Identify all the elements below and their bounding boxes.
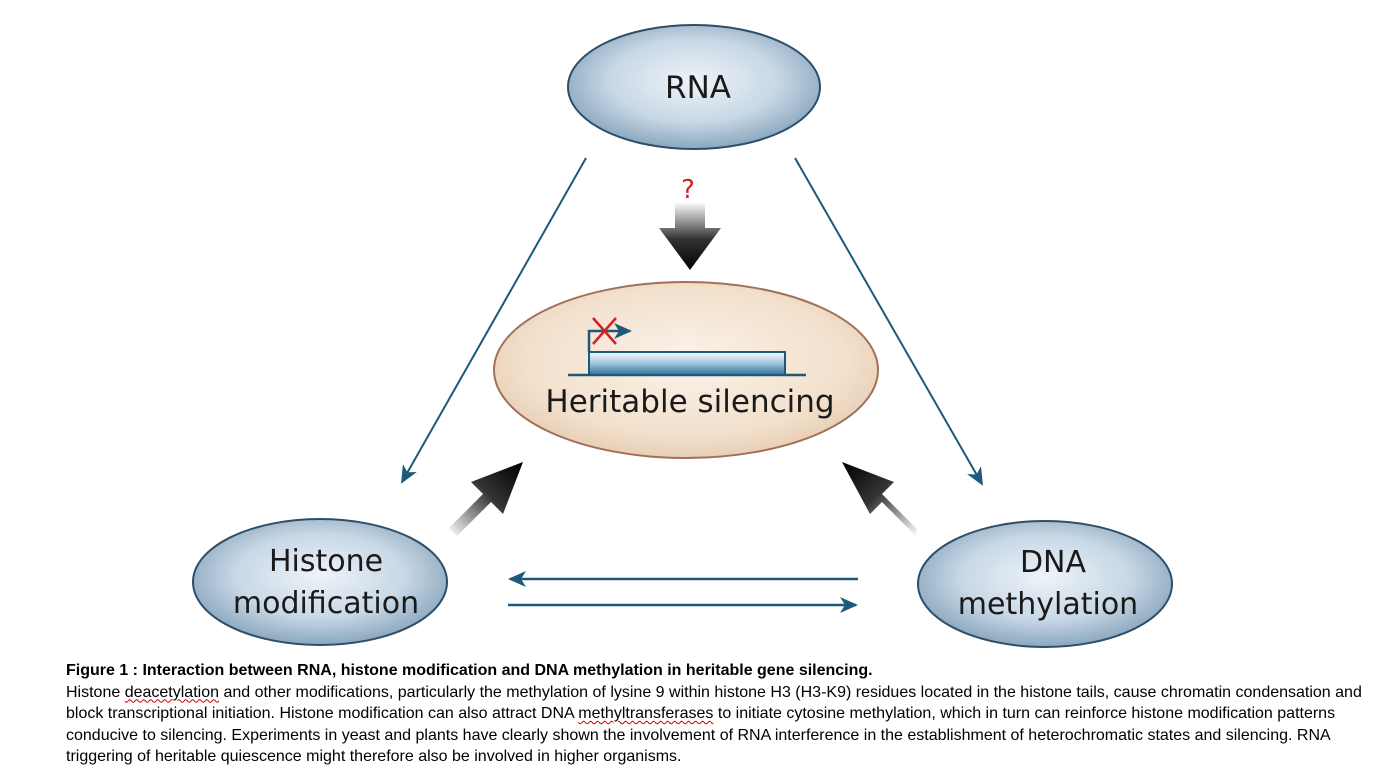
- promoter-arrow-icon: [587, 323, 632, 352]
- arrow-rna-to-histone: [401, 157, 587, 484]
- histone-to-silencing-arrow: [449, 462, 523, 536]
- arrow-rna-to-dna: [794, 157, 983, 486]
- caption-body: Histone deacetylation and other modifica…: [66, 684, 1362, 766]
- figure-caption: Figure 1 : Interaction between RNA, hist…: [66, 660, 1381, 768]
- caption-part-3: to initiate cytosine methylation, which …: [66, 705, 1336, 765]
- caption-part-2: and other modifications, particularly th…: [66, 683, 1362, 723]
- diagram: RNA ? Heritable silencing Histone modifi…: [192, 24, 1173, 648]
- heritable-silencing-node: Heritable silencing: [493, 281, 879, 459]
- blocked-x-icon: [592, 317, 617, 345]
- caption-title: Figure 1 : Interaction between RNA, hist…: [66, 662, 873, 679]
- rna-label: RNA: [665, 70, 731, 106]
- question-mark: ?: [681, 175, 695, 205]
- heritable-silencing-label: Heritable silencing: [545, 384, 834, 420]
- down-arrow: [659, 202, 721, 270]
- histone-modification-node: Histone modification: [192, 518, 448, 646]
- dna-methylation-node: DNA methylation: [917, 520, 1173, 648]
- histone-label-line1: Histone: [269, 544, 383, 579]
- histone-label-line2: modification: [233, 586, 419, 621]
- dna-to-silencing-arrow: [842, 462, 917, 537]
- caption-spellcheck-word-1: deacetylation: [124, 683, 219, 701]
- rna-node: RNA: [567, 24, 821, 150]
- gene-bar-icon: [588, 351, 786, 376]
- dna-label-line1: DNA: [1020, 545, 1087, 580]
- caption-part-1: Histone: [66, 683, 125, 701]
- caption-spellcheck-word-2: methyltransferases: [578, 705, 714, 722]
- dna-label-line2: methylation: [958, 587, 1138, 622]
